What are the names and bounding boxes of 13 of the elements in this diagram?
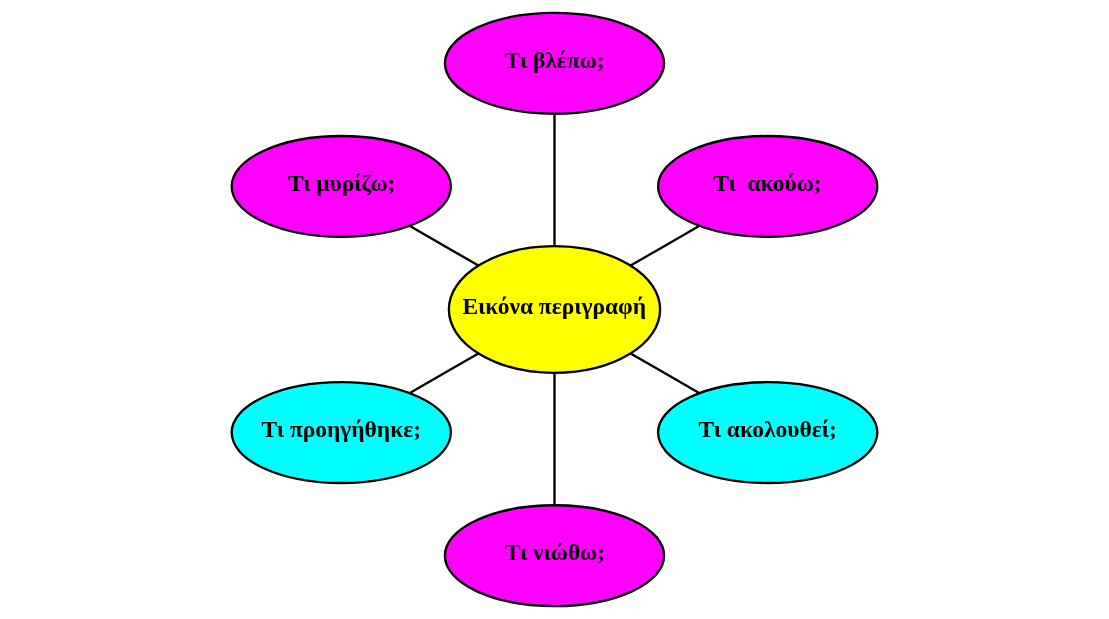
connector <box>553 114 556 247</box>
connector <box>630 225 700 267</box>
node-ellipse: Τι μυρίζω; <box>230 134 453 238</box>
connector <box>553 372 556 505</box>
node-ellipse: Τι βλέπω; <box>443 11 666 115</box>
connector <box>630 352 700 394</box>
node-ellipse: Τι προηγήθηκε; <box>230 381 453 485</box>
node-ellipse: Τι ακούω; <box>656 134 879 238</box>
node-ellipse: Τι ακολουθεί; <box>656 381 879 485</box>
node-ellipse: Τι νιώθω; <box>443 504 666 608</box>
node-ellipse: Εικόνα περιγραφή <box>447 245 662 374</box>
connector <box>409 225 479 267</box>
connector <box>409 352 479 394</box>
